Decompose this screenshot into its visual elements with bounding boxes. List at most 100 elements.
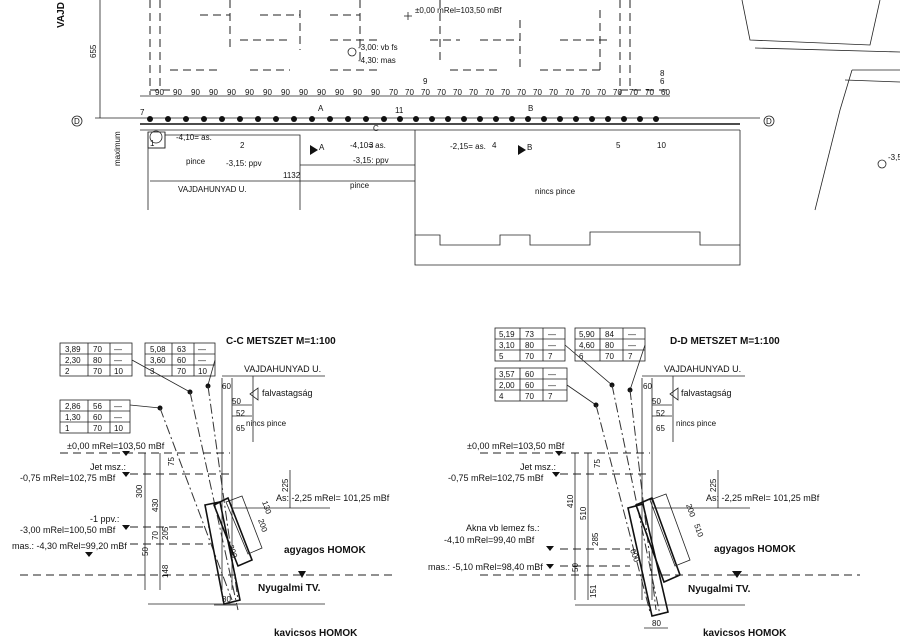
svg-text:—: — (198, 356, 206, 365)
svg-text:70: 70 (485, 88, 494, 97)
dd-level-075: -0,75 mRel=102,75 mBf (448, 473, 544, 483)
axis-D-right: D (766, 117, 772, 126)
svg-text:6: 6 (579, 352, 584, 361)
svg-text:70: 70 (533, 88, 542, 97)
dd-dim-52: 52 (656, 409, 665, 418)
dd-street: VAJDAHUNYAD U. (664, 364, 741, 374)
svg-text:10: 10 (198, 367, 207, 376)
svg-text:3,10: 3,10 (499, 341, 515, 350)
svg-text:60: 60 (177, 356, 186, 365)
dd-dim-65: 65 (656, 424, 665, 433)
svg-text:3,60: 3,60 (150, 356, 166, 365)
svg-text:2,30: 2,30 (65, 356, 81, 365)
cc-dim-65: 65 (236, 424, 245, 433)
svg-text:73: 73 (525, 330, 534, 339)
dd-dim-80: 80 (652, 619, 661, 628)
svg-text:5,90: 5,90 (579, 330, 595, 339)
dd-table-3: 3,57 60 — 2,00 60 — 4 70 7 (494, 367, 568, 402)
cc-dim-225: 225 (281, 478, 290, 492)
svg-text:3,89: 3,89 (65, 345, 81, 354)
axis-A-bottom: A (319, 143, 325, 152)
dd-dim-410: 410 (566, 494, 575, 508)
svg-text:2,00: 2,00 (499, 381, 515, 390)
svg-text:70: 70 (517, 88, 526, 97)
num-6: 6 (660, 77, 665, 86)
num-5: 5 (616, 141, 621, 150)
svg-text:2: 2 (65, 367, 70, 376)
cc-falvastagsag: falvastagság (262, 388, 313, 398)
dd-akna: Akna vb lemez fs.: (466, 523, 540, 533)
cc-soil-1: agyagos HOMOK (284, 545, 366, 556)
svg-text:5,19: 5,19 (499, 330, 515, 339)
cc-dim-130: 130 (260, 500, 273, 516)
svg-text:10: 10 (114, 367, 123, 376)
cc-dim-390: 390 (226, 544, 239, 560)
dd-dim-225: 225 (709, 478, 718, 492)
svg-text:4: 4 (499, 392, 504, 401)
dd-level-410: -4,10 mRel=99,40 mBf (444, 535, 535, 545)
svg-text:—: — (548, 330, 556, 339)
section-cc: C-C METSZET M=1:100 VAJDAHUNYAD U. falva… (12, 336, 395, 639)
cc-jet: Jet msz.: (90, 462, 126, 472)
cc-dim-50b: 50 (141, 547, 150, 556)
dd-dim-285: 285 (591, 532, 600, 546)
num-8: 8 (660, 69, 665, 78)
cc-level-0: ±0,00 mRel=103,50 mBf (67, 441, 165, 451)
street-label-vertical: VAJD (56, 2, 67, 28)
svg-text:—: — (628, 330, 636, 339)
cc-dim-205: 205 (161, 526, 170, 540)
svg-text:—: — (114, 413, 122, 422)
svg-text:90: 90 (191, 88, 200, 97)
svg-text:70: 70 (525, 392, 534, 401)
svg-text:90: 90 (335, 88, 344, 97)
svg-text:90: 90 (173, 88, 182, 97)
svg-text:70: 70 (525, 352, 534, 361)
svg-text:90: 90 (317, 88, 326, 97)
cc-dim-60: 60 (222, 382, 231, 391)
svg-text:60: 60 (661, 88, 670, 97)
svg-text:70: 70 (177, 367, 186, 376)
svg-text:90: 90 (371, 88, 380, 97)
cc-water: Nyugalmi TV. (258, 583, 321, 594)
num-4: 4 (492, 141, 497, 150)
svg-text:90: 90 (353, 88, 362, 97)
cc-nincs-pince: nincs pince (246, 419, 287, 428)
cc-table-1: 3,89 70 — 2,30 80 — 2 70 10 (59, 342, 133, 377)
svg-text:70: 70 (501, 88, 510, 97)
svg-text:5,08: 5,08 (150, 345, 166, 354)
dd-level-0: ±0,00 mRel=103,50 mBf (467, 441, 565, 451)
street-name-plan: VAJDAHUNYAD U. (178, 185, 247, 194)
dim-maximum: maximum (113, 131, 122, 166)
label-ppv-1: -3,15: ppv (226, 159, 262, 168)
svg-text:63: 63 (177, 345, 186, 354)
svg-text:5: 5 (499, 352, 504, 361)
svg-text:7: 7 (628, 352, 633, 361)
svg-text:90: 90 (281, 88, 290, 97)
num-10: 10 (657, 141, 666, 150)
spacing-labels: 90 90 90 90 90 90 90 90 90 90 90 90 90 7… (155, 88, 670, 97)
svg-text:—: — (628, 341, 636, 350)
svg-text:60: 60 (525, 381, 534, 390)
svg-text:70: 70 (405, 88, 414, 97)
svg-text:84: 84 (605, 330, 614, 339)
svg-text:1,30: 1,30 (65, 413, 81, 422)
svg-text:90: 90 (209, 88, 218, 97)
label-as-2: -4,10= as. (350, 141, 386, 150)
label-as-1: -4,10= as. (176, 133, 212, 142)
dd-soil-2: kavicsos HOMOK (703, 628, 787, 639)
cc-dim-200: 200 (256, 518, 269, 534)
label-ppv-2: -3,15: ppv (353, 156, 389, 165)
label-nincs-pince-plan: nincs pince (535, 187, 576, 196)
num-3: 3 (369, 141, 374, 150)
svg-text:80: 80 (605, 341, 614, 350)
svg-text:—: — (114, 402, 122, 411)
cc-as: As: -2,25 mRel= 101,25 mBf (276, 493, 390, 503)
svg-text:—: — (548, 381, 556, 390)
svg-text:90: 90 (263, 88, 272, 97)
svg-text:60: 60 (525, 370, 534, 379)
num-1: 1 (150, 139, 155, 148)
dd-dim-50b: 50 (571, 563, 580, 572)
svg-text:70: 70 (93, 424, 102, 433)
svg-text:2,86: 2,86 (65, 402, 81, 411)
cc-level-075: -0,75 mRel=102,75 mBf (20, 473, 116, 483)
